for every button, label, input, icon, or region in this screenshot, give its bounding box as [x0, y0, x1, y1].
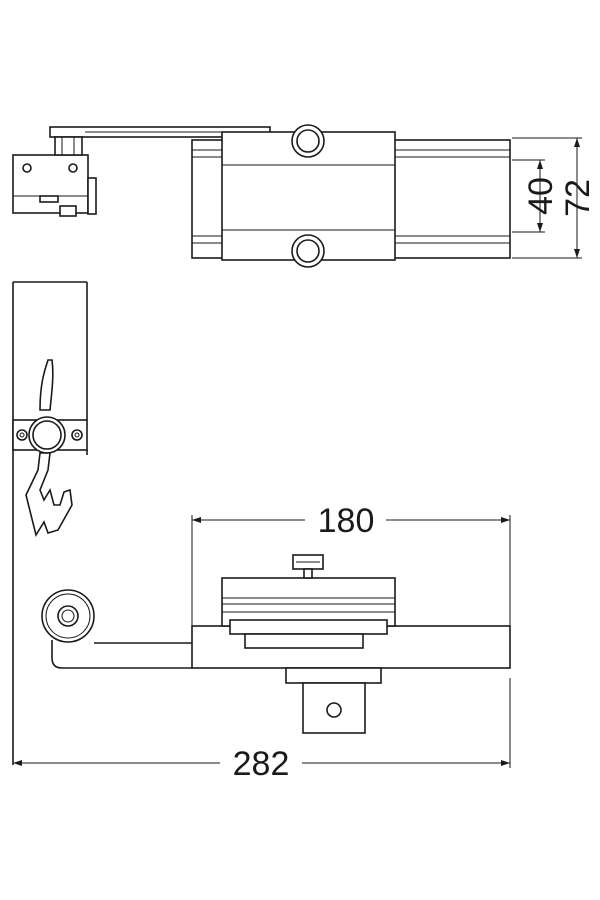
handle-lever [39, 359, 54, 411]
dimension-72-label: 72 [559, 179, 597, 217]
dimension-40-label: 40 [522, 177, 560, 215]
dimension-72: 72 [512, 137, 597, 259]
dimension-40: 40 [512, 159, 560, 233]
knob-bracket [12, 416, 88, 454]
dimension-282-label: 282 [233, 745, 290, 783]
dimension-180-label: 180 [318, 502, 375, 540]
front-view: 180 282 [12, 281, 511, 783]
top-view: 40 72 [12, 124, 597, 268]
lower-arm [51, 640, 192, 669]
hook [25, 452, 73, 538]
spindle [285, 667, 382, 734]
top-view-closer-body [191, 124, 511, 268]
top-view-bracket [12, 136, 97, 217]
vertical-post [12, 281, 88, 765]
dimension-282: 282 [13, 678, 511, 783]
dimension-180: 180 [191, 502, 511, 626]
closer-mechanism [221, 554, 396, 649]
roller-knob [41, 589, 95, 643]
